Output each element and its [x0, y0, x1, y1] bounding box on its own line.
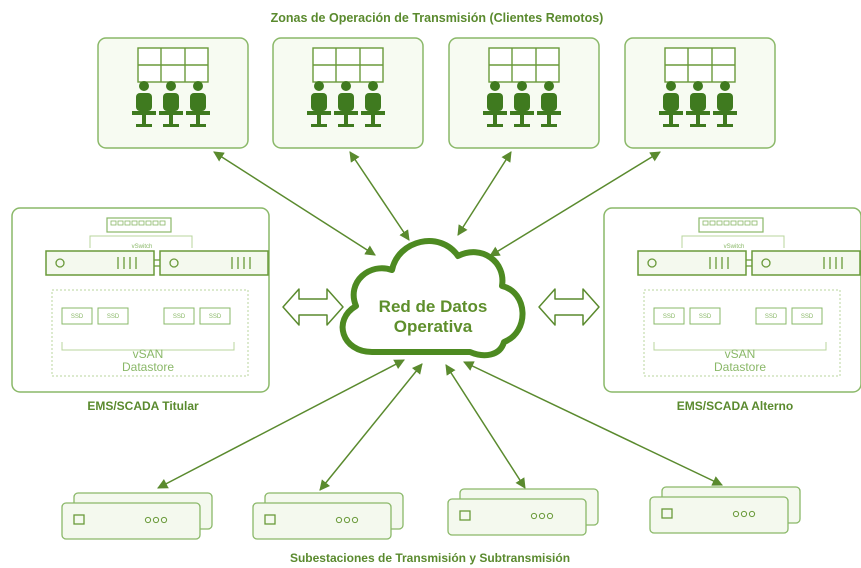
operator-station-3 [448, 37, 600, 149]
link-substation-3 [445, 364, 526, 489]
ems-alterno-label: EMS/SCADA Alterno [677, 399, 793, 413]
datastore-label-line2: Datastore [122, 360, 174, 374]
ems-alterno-cluster: vSwitch SSD SSD SSD SSD vSAN Datastore [603, 207, 861, 393]
operator-station-4 [624, 37, 776, 149]
link-ems-titular [282, 288, 344, 326]
datastore-label-line2: Datastore [714, 360, 766, 374]
substation-1 [61, 492, 213, 540]
operator-station-1 [97, 37, 249, 149]
vswitch-label: vSwitch [724, 244, 745, 250]
disk-label-1: SSD [71, 314, 84, 320]
disk-label-3: SSD [765, 314, 778, 320]
substations-label: Subestaciones de Transmisión y Subtransm… [290, 551, 570, 565]
disk-label-2: SSD [699, 314, 712, 320]
disk-label-4: SSD [801, 314, 814, 320]
disk-label-3: SSD [173, 314, 186, 320]
disk-label-4: SSD [209, 314, 222, 320]
cloud-label-line2: Operativa [394, 317, 473, 336]
ems-titular-cluster: vSwitch SSD SSD SSD SSD vSAN Datastore [11, 207, 270, 393]
vswitch-label: vSwitch [132, 244, 153, 250]
substation-3 [447, 488, 599, 536]
link-station-2 [349, 151, 410, 241]
link-substation-4 [463, 361, 723, 486]
link-station-4 [489, 151, 661, 257]
datastore-label-line1: vSAN [725, 347, 756, 361]
disk-label-1: SSD [663, 314, 676, 320]
disk-label-2: SSD [107, 314, 120, 320]
data-network-cloud: Red de Datos Operativa [343, 241, 523, 355]
link-station-1 [213, 151, 376, 256]
substation-4 [649, 486, 801, 534]
operator-station-2 [272, 37, 424, 149]
substation-2 [252, 492, 404, 540]
ems-titular-label: EMS/SCADA Titular [87, 399, 199, 413]
link-ems-alterno [538, 288, 600, 326]
cloud-label-line1: Red de Datos [379, 297, 488, 316]
link-station-3 [457, 151, 512, 236]
datastore-label-line1: vSAN [133, 347, 164, 361]
link-substation-2 [319, 363, 423, 491]
diagram-title: Zonas de Operación de Transmisión (Clien… [271, 11, 604, 25]
